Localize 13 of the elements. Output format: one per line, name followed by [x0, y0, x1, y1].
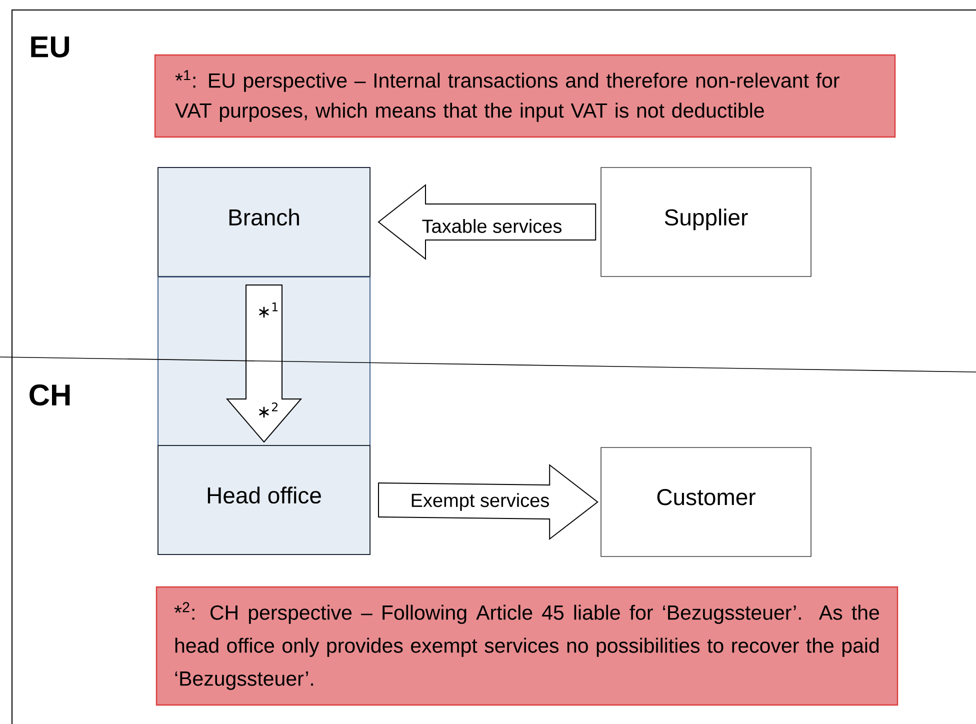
edge-label: Taxable services [420, 218, 564, 234]
entity-box: Head office [158, 445, 370, 555]
footnote-mark: ∗$^{1}$ [259, 302, 278, 318]
note-box: *$^{1}$: EU perspective – Internal transactions and therefore non-relevant for VAT purposes, which means that the input VAT is not deductible [154, 54, 896, 138]
footnote-mark: ∗$^{2}$ [259, 402, 278, 418]
region-label: CH [30, 384, 70, 406]
region-label: EU [31, 36, 70, 58]
block-arrow [226, 284, 302, 443]
entity-box: Customer [600, 447, 812, 557]
note-box: *$^{2}$: CH perspective – Following Article 45 liable for ‘Bezugssteuer’. As the head office only provides exempt services no possibilities to recover the paid ‘Bezugssteuer’. [156, 586, 898, 706]
entity-box: Branch [158, 167, 370, 277]
edge-label: Exempt services [409, 492, 551, 512]
entity-box: Supplier [600, 167, 812, 277]
